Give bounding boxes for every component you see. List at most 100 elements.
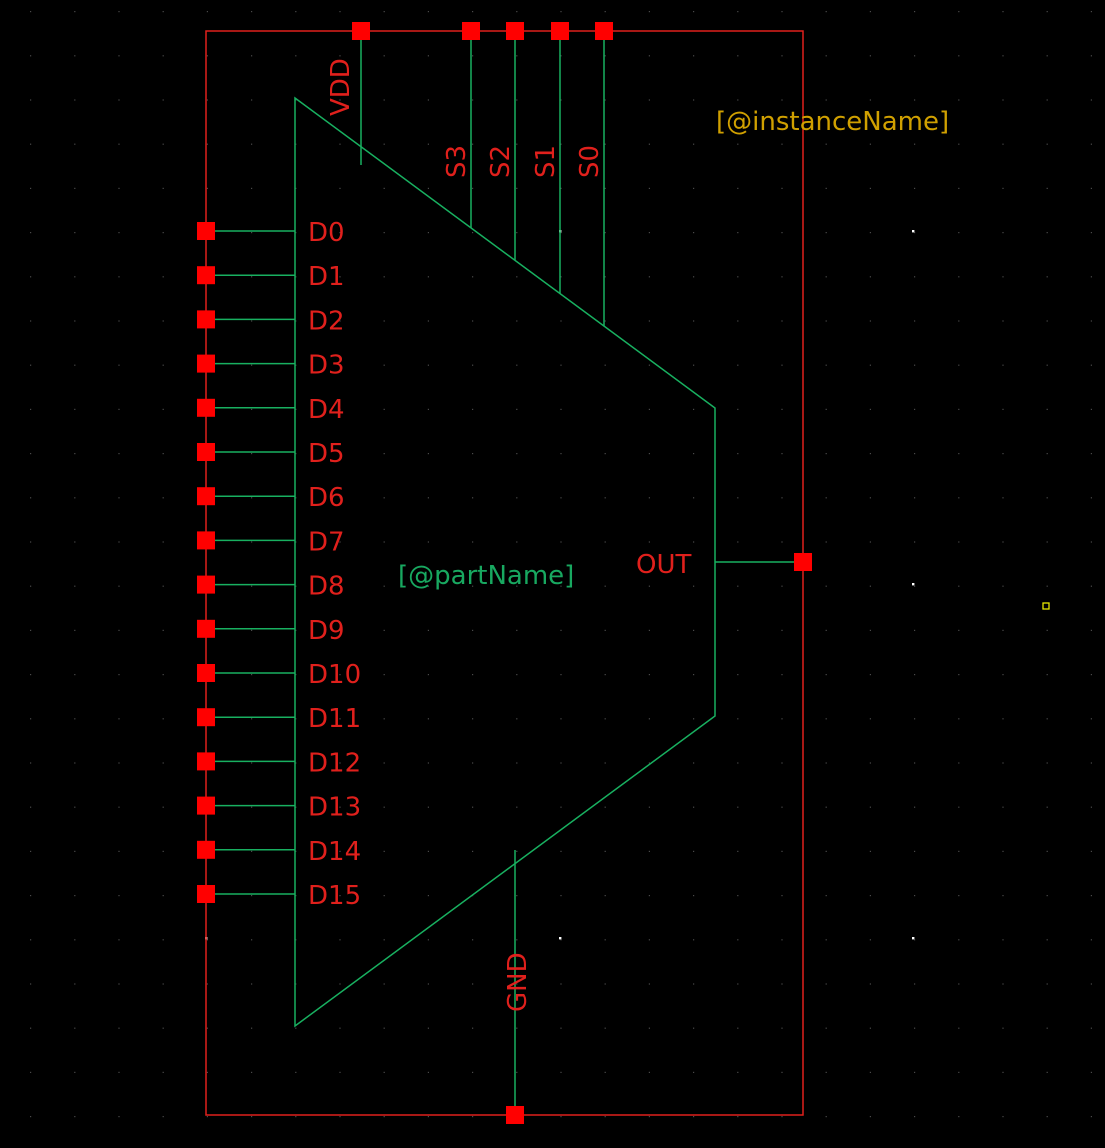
pin-s3[interactable] — [462, 22, 480, 40]
pin-d4[interactable] — [197, 398, 215, 417]
grid-dot — [516, 541, 518, 543]
grid-dot — [206, 939, 208, 941]
pin-s0[interactable] — [595, 22, 613, 40]
grid-dot — [604, 850, 606, 852]
grid-dot — [472, 806, 474, 808]
grid-dot — [1002, 143, 1004, 145]
label-d3: D3 — [308, 351, 345, 381]
grid-dot — [516, 1071, 518, 1073]
grid-dot — [781, 718, 783, 720]
grid-dot — [604, 1071, 606, 1073]
pin-d11[interactable] — [197, 708, 215, 727]
grid-dot — [1046, 55, 1048, 57]
grid-major-dot — [912, 937, 915, 940]
grid-dot — [162, 806, 164, 808]
grid-dot — [693, 408, 695, 410]
grid-dot — [869, 718, 871, 720]
grid-dot — [206, 187, 208, 189]
symbol-boundary[interactable] — [205, 30, 804, 1116]
grid-dot — [251, 99, 253, 101]
grid-dot — [339, 55, 341, 57]
grid-dot — [737, 762, 739, 764]
grid-dot — [781, 674, 783, 676]
grid-dot — [472, 629, 474, 631]
grid-dot — [1090, 99, 1092, 101]
grid-dot — [560, 320, 562, 322]
grid-dot — [737, 320, 739, 322]
pin-s1[interactable] — [551, 22, 569, 40]
pin-d13[interactable] — [197, 796, 215, 815]
grid-dot — [560, 232, 562, 234]
grid-dot — [869, 1027, 871, 1029]
grid-dot — [295, 408, 297, 410]
grid-dot — [339, 541, 341, 543]
pin-d1[interactable] — [197, 266, 215, 285]
pin-d3[interactable] — [197, 354, 215, 373]
grid-dot — [781, 99, 783, 101]
pin-d8[interactable] — [197, 575, 215, 594]
pin-d2[interactable] — [197, 310, 215, 329]
label-d12: D12 — [308, 748, 361, 778]
grid-dot — [74, 276, 76, 278]
grid-dot — [825, 674, 827, 676]
grid-dot — [693, 895, 695, 897]
grid-dot — [1090, 806, 1092, 808]
pin-d7[interactable] — [197, 531, 215, 550]
pin-d14[interactable] — [197, 840, 215, 859]
grid-dot — [295, 895, 297, 897]
part-name-label[interactable]: [@partName] — [398, 561, 574, 591]
grid-dot — [383, 674, 385, 676]
grid-dot — [869, 674, 871, 676]
grid-dot — [516, 585, 518, 587]
grid-dot — [30, 674, 32, 676]
grid-dot — [251, 674, 253, 676]
grid-dot — [1002, 11, 1004, 13]
grid-dot — [914, 497, 916, 499]
grid-dot — [162, 232, 164, 234]
pin-d10[interactable] — [197, 664, 215, 682]
pin-d15[interactable] — [197, 885, 215, 903]
grid-dot — [958, 762, 960, 764]
pin-out[interactable] — [794, 553, 812, 571]
grid-dot — [914, 895, 916, 897]
grid-dot — [118, 408, 120, 410]
pin-d0[interactable] — [197, 222, 215, 240]
pin-d9[interactable] — [197, 619, 215, 638]
grid-dot — [914, 11, 916, 13]
instance-name-label[interactable]: [@instanceName] — [716, 107, 949, 137]
grid-dot — [1046, 364, 1048, 366]
grid-dot — [1002, 541, 1004, 543]
grid-dot — [295, 806, 297, 808]
grid-dot — [74, 11, 76, 13]
label-d14: D14 — [308, 837, 361, 867]
grid-dot — [560, 541, 562, 543]
pin-gnd[interactable] — [506, 1106, 524, 1124]
grid-dot — [825, 232, 827, 234]
grid-dot — [162, 718, 164, 720]
grid-dot — [781, 850, 783, 852]
grid-dot — [118, 276, 120, 278]
pin-d6[interactable] — [197, 487, 215, 506]
grid-dot — [693, 55, 695, 57]
pin-d12[interactable] — [197, 752, 215, 771]
grid-dot — [118, 232, 120, 234]
grid-dot — [339, 762, 341, 764]
grid-dot — [30, 541, 32, 543]
pin-vdd[interactable] — [352, 22, 370, 40]
grid-dot — [869, 453, 871, 455]
grid-dot — [118, 497, 120, 499]
grid-dot — [118, 718, 120, 720]
pin-d5[interactable] — [197, 443, 215, 461]
grid-dot — [383, 497, 385, 499]
pin-connectors — [197, 22, 812, 1124]
grid-dot — [427, 541, 429, 543]
grid-dot — [560, 1116, 562, 1118]
grid-dot — [472, 585, 474, 587]
grid-dot — [648, 11, 650, 13]
grid-dot — [737, 718, 739, 720]
pin-s2[interactable] — [506, 22, 524, 40]
grid-dot — [958, 408, 960, 410]
grid-dot — [427, 143, 429, 145]
grid-dot — [1002, 718, 1004, 720]
